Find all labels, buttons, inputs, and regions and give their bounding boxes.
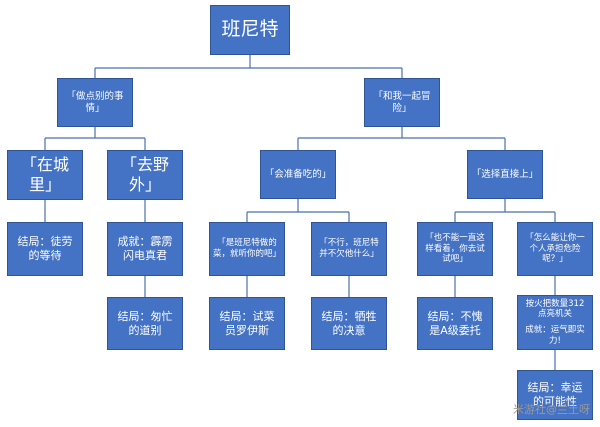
node-opt-food: 「会准备吃的」 <box>260 150 336 199</box>
node-end-taster: 结局：试菜 员罗伊斯 <box>209 297 285 350</box>
node-say-cook: 「是班尼特做的 菜，就听你的吧」 <box>209 222 285 276</box>
watermark: 米游社@兰土呀 <box>513 403 590 416</box>
node-opt-city: 「在城里」 <box>7 150 83 200</box>
node-end-grade-a: 结局：不愧 是A级委托 <box>417 297 493 350</box>
node-ach-luck-box: 按火把数量312 点亮机关 成就：运气即实 力! <box>517 295 593 350</box>
node-root: 班尼特 <box>210 5 290 55</box>
node-end-farewell: 结局：匆忙 的道别 <box>107 297 183 350</box>
node-ach-thunder: 成就：霹雳 闪电真君 <box>107 222 183 276</box>
node-opt-direct: 「选择直接上」 <box>467 150 543 199</box>
node-say-watch: 「也不能一直这 样看着，你去试 试吧」 <box>417 222 493 276</box>
ach-luck-text: 成就：运气即实 力! <box>525 325 585 346</box>
node-end-sacrifice: 结局：牺牲 的决意 <box>311 297 387 350</box>
node-opt-wild: 「去野外」 <box>107 150 183 200</box>
note-fire-text: 按火把数量312 点亮机关 <box>525 298 585 320</box>
node-end-toil: 结局：徒劳 的等待 <box>7 222 83 276</box>
node-say-nodebt: 「不行，班尼特 并不欠他什么」 <box>311 222 387 276</box>
node-choice-adventure: 「和我一起冒险」 <box>364 78 440 127</box>
node-say-danger: 「怎么能让你一 个人承担危险 呢？」 <box>517 222 593 276</box>
node-end-lucky: 结局：幸运 的可能性 <box>517 370 593 420</box>
node-choice-do-else: 「做点别的事情」 <box>57 78 133 127</box>
